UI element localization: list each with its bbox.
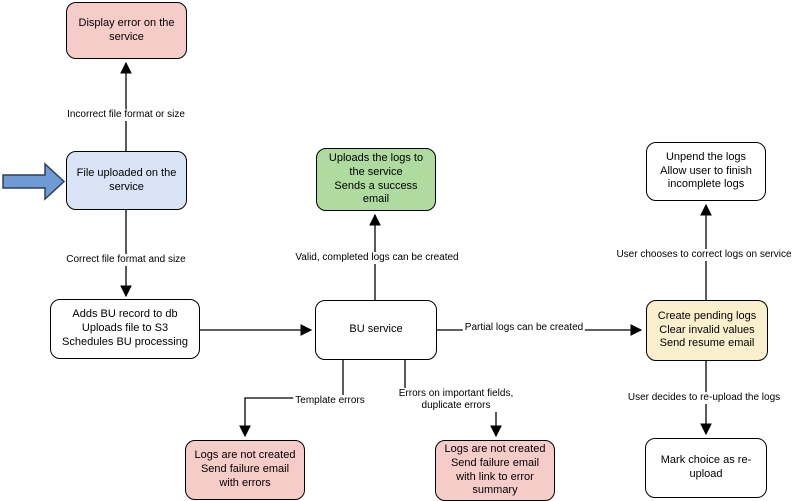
node-create-pending-logs: Create pending logs Clear invalid values… <box>646 300 768 361</box>
edge-label-user-corrects-on-service: User chooses to correct logs on service <box>614 249 794 261</box>
edge-label-template-errors: Template errors <box>293 395 367 407</box>
edge-label-user-reuploads: User decides to re-upload the logs <box>625 392 783 404</box>
node-mark-choice-reupload: Mark choice as re- upload <box>645 438 767 498</box>
input-arrow-icon <box>2 162 66 201</box>
edge-label-partial-logs: Partial logs can be created <box>462 322 586 334</box>
edge-label-incorrect-format: Incorrect file format or size <box>65 109 187 121</box>
edge-label-correct-format: Correct file format and size <box>64 254 188 266</box>
node-bu-service: BU service <box>315 300 437 360</box>
node-unpend-logs: Unpend the logs Allow user to finish inc… <box>646 142 766 201</box>
edge-label-valid-logs: Valid, completed logs can be created <box>293 252 461 264</box>
node-display-error: Display error on the service <box>66 2 187 59</box>
node-logs-not-created-summary: Logs are not created Send failure email … <box>435 440 555 501</box>
node-file-uploaded: File uploaded on the service <box>66 151 187 210</box>
node-uploads-logs-success: Uploads the logs to the service Sends a … <box>316 148 436 211</box>
node-logs-not-created-errors: Logs are not created Send failure email … <box>185 440 305 500</box>
edge-label-important-field-errors: Errors on important fields, duplicate er… <box>396 388 516 412</box>
node-adds-bu-record: Adds BU record to db Uploads file to S3 … <box>50 299 200 359</box>
